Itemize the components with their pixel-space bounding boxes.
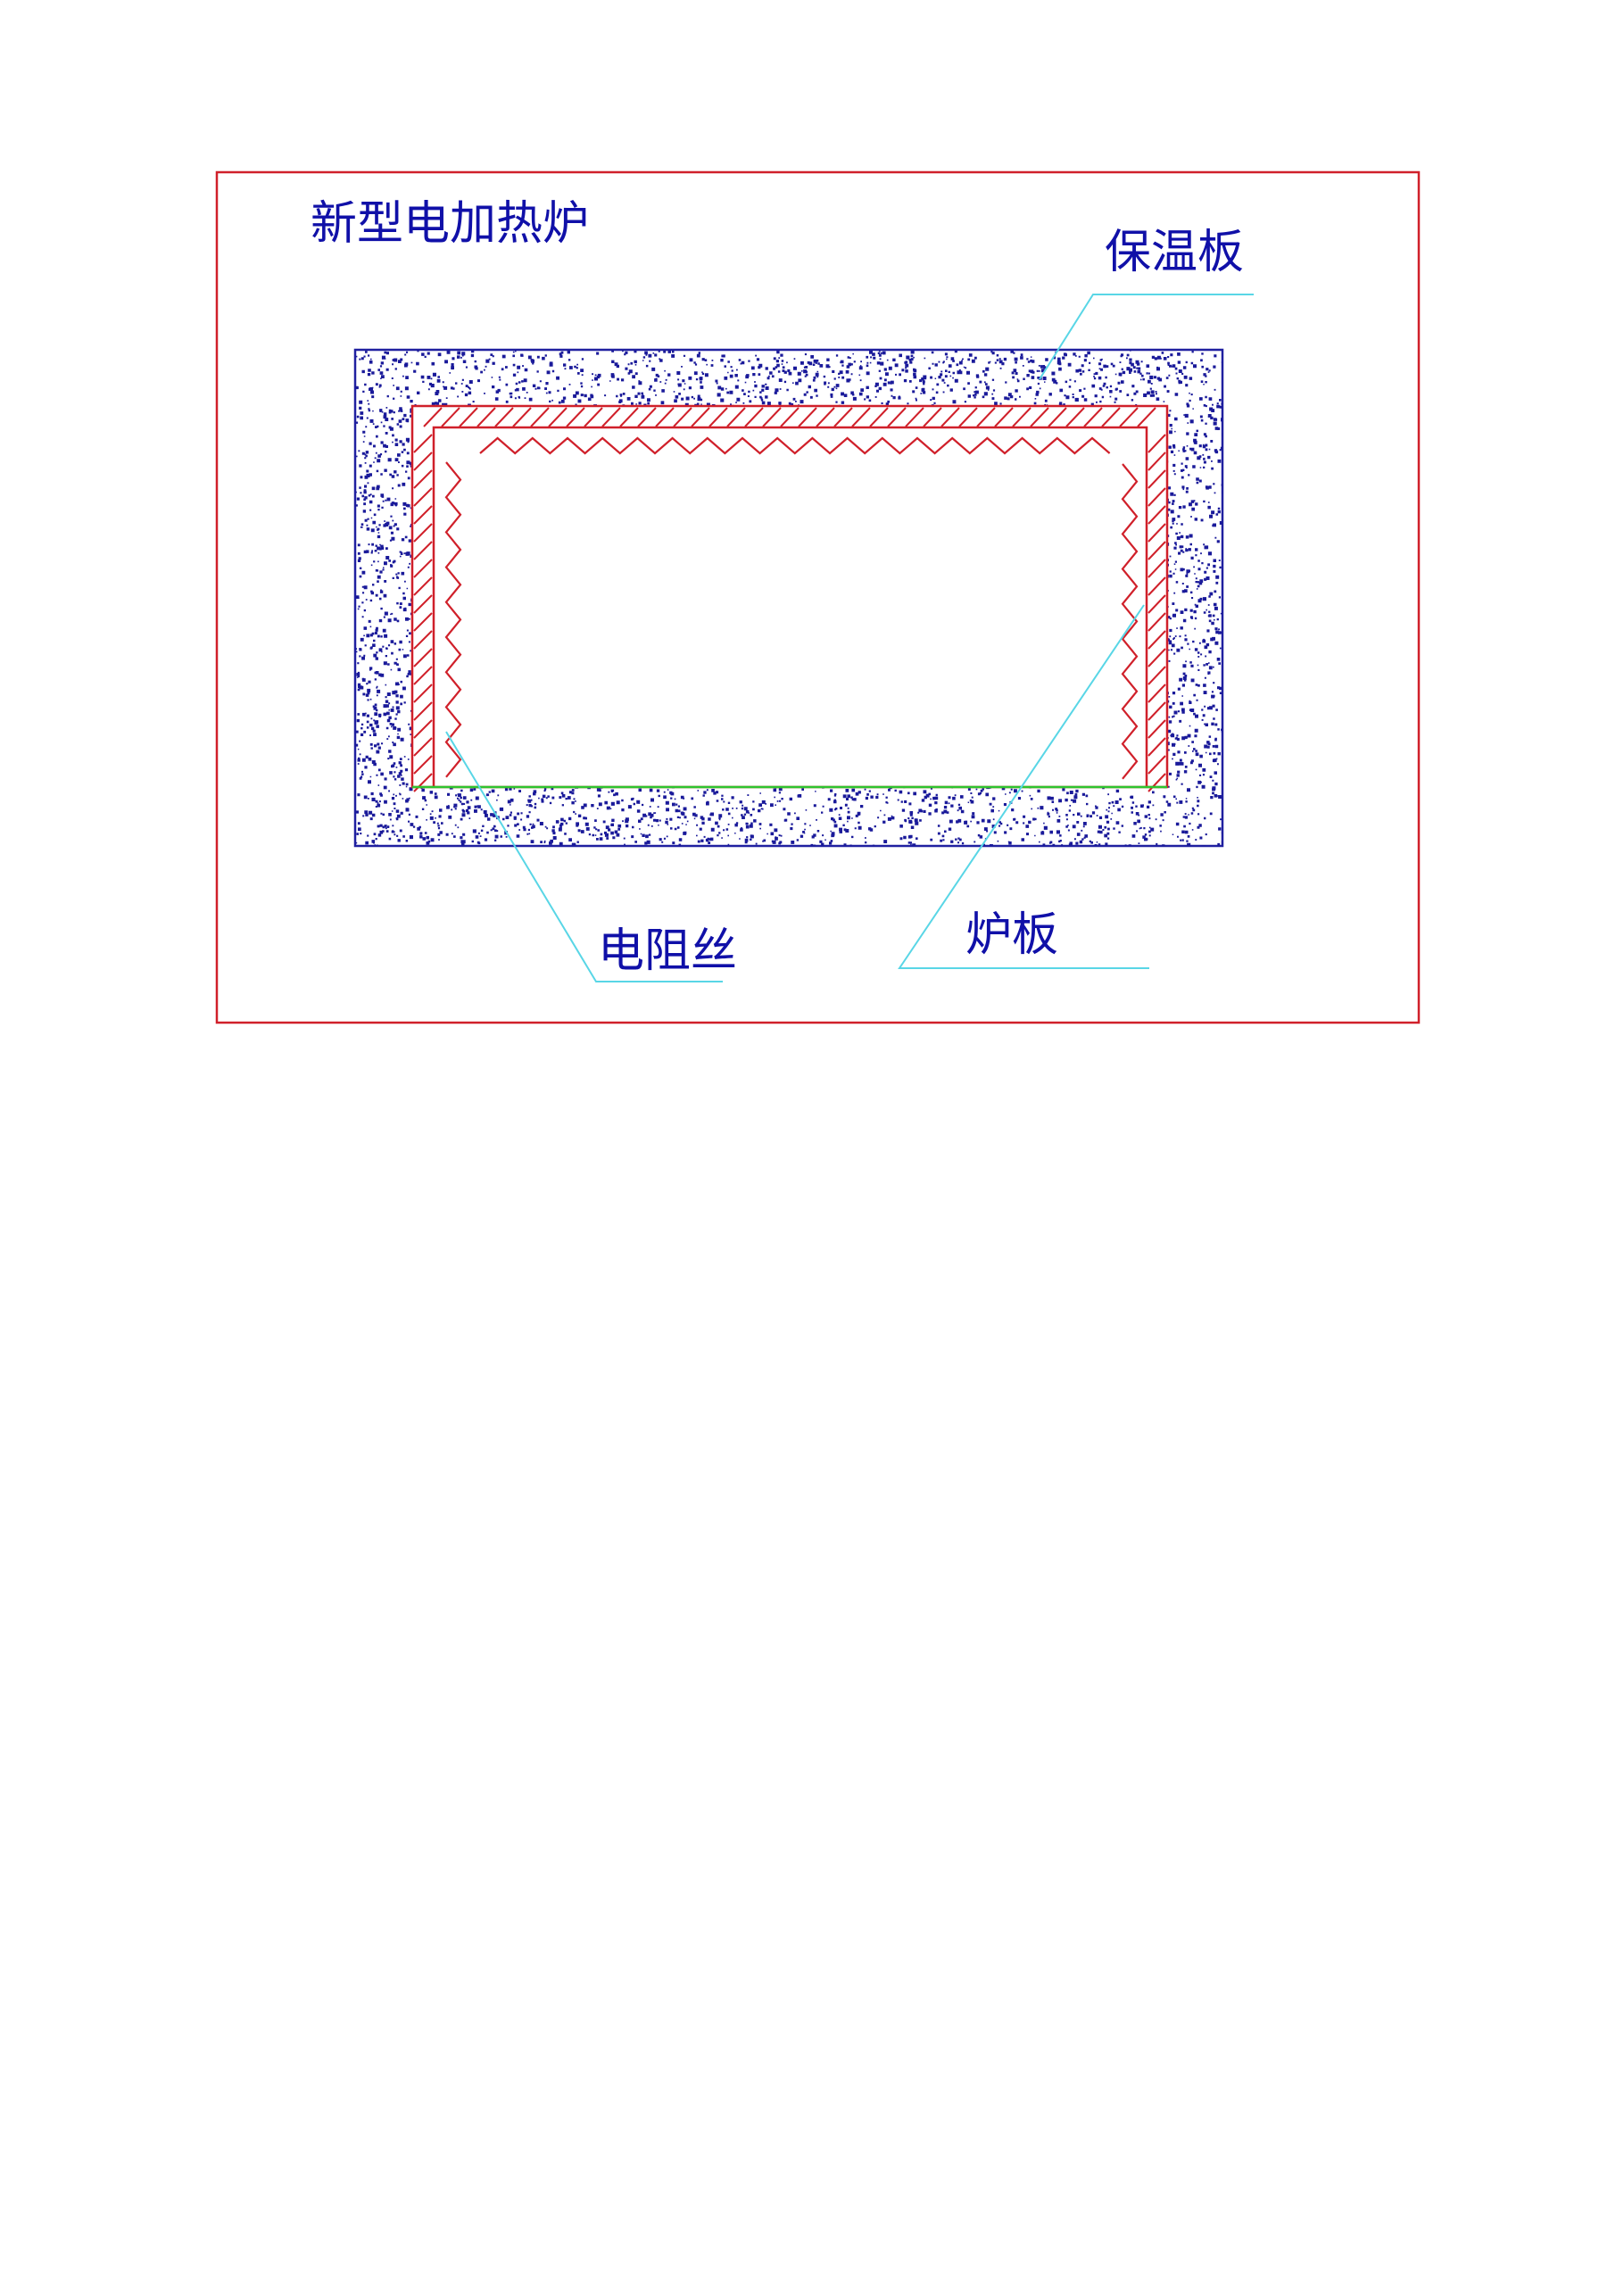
label-insulation-board: 保温板 [1105, 226, 1244, 279]
furnace-plate [410, 404, 1169, 792]
furnace-plate-outer-edge [410, 404, 1169, 789]
label-resistance-wire: 电阻丝 [598, 924, 737, 978]
outer-frame [215, 170, 1421, 1024]
hatch-lines [413, 407, 1166, 792]
leader-line-insulation-board [1039, 294, 1254, 380]
diagram-title: 新型电加热炉 [311, 197, 589, 251]
leader-line-furnace-plate [898, 604, 1149, 969]
resistance-wire [444, 436, 1139, 780]
resistance-wire-left [444, 461, 462, 778]
furnace-plate-hatching [413, 407, 1166, 792]
resistance-wire-right [1121, 463, 1139, 780]
leader-line-resistance-wire [445, 731, 723, 982]
label-furnace-plate: 炉板 [965, 908, 1058, 962]
resistance-wire-top [479, 436, 1111, 455]
furnace-plate-inner-edge [432, 426, 1148, 787]
